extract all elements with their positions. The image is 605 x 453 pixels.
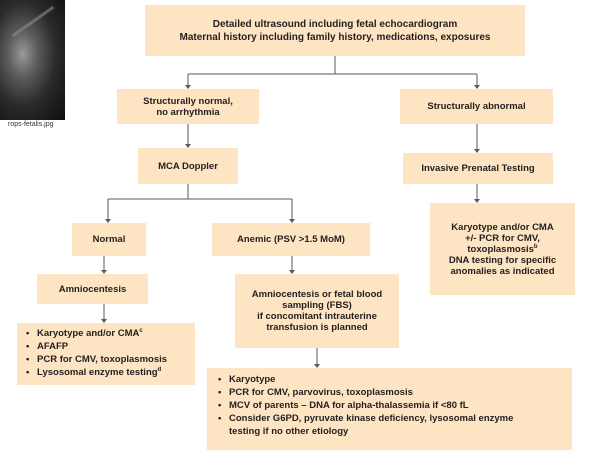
arrow-normal: [105, 219, 111, 223]
anemic-tests-box: Karyotype PCR for CMV, parvovirus, toxop…: [207, 368, 572, 450]
anemic-test-0: Karyotype: [229, 374, 276, 385]
anemic-test-3-continuation: testing if no other etiology: [229, 426, 349, 437]
mca-doppler-box: MCA Doppler: [138, 148, 238, 184]
structurally-normal-box: Structurally normal, no arrhythmia: [117, 89, 259, 124]
arrow-invasive-tests: [474, 199, 480, 203]
initial-evaluation-box: Detailed ultrasound including fetal echo…: [145, 5, 525, 56]
invasive-tests-line3: toxoplasmosisb: [467, 243, 538, 255]
invasive-tests-line3-sup: b: [533, 243, 538, 250]
fbs-box: Amniocentesis or fetal blood sampling (F…: [235, 274, 399, 348]
arrowheads: [101, 85, 480, 368]
image-caption: rops-fetalis.jpg: [8, 121, 54, 128]
list-item: Karyotype and/or CMAc: [26, 327, 191, 340]
anemic-test-2: MCV of parents – DNA for alpha-thalassem…: [229, 400, 469, 411]
amniocentesis-label: Amniocentesis: [58, 283, 127, 295]
anemic-tests-list: Karyotype PCR for CMV, parvovirus, toxop…: [213, 373, 568, 425]
invasive-testing-label: Invasive Prenatal Testing: [421, 163, 535, 174]
arrow-fbs: [289, 270, 295, 274]
amniocentesis-box: Amniocentesis: [37, 274, 148, 304]
normal-test-1: AFAFP: [37, 341, 69, 352]
normal-test-3: Lysosomal enzyme testing: [37, 367, 158, 378]
mca-doppler-label: MCA Doppler: [158, 160, 218, 172]
initial-evaluation-line2: Maternal history including family histor…: [179, 31, 491, 43]
invasive-tests-box: Karyotype and/or CMA +/- PCR for CMV, to…: [430, 203, 575, 295]
anemic-result-box: Anemic (PSV >1.5 MoM): [212, 223, 370, 256]
normal-test-0: Karyotype and/or CMA: [37, 328, 140, 339]
arrow-invasive: [474, 149, 480, 153]
ultrasound-image: [0, 0, 65, 120]
arrow-anemic-tests: [314, 364, 320, 368]
arrow-mca: [185, 144, 191, 148]
invasive-tests-line5: anomalies as indicated: [450, 265, 555, 277]
structurally-abnormal-box: Structurally abnormal: [400, 89, 553, 124]
structurally-normal-line2: no arrhythmia: [156, 106, 220, 118]
arrow-normal-tests: [101, 319, 107, 323]
arrow-top-left: [185, 85, 191, 89]
list-item: Consider G6PD, pyruvate kinase deficienc…: [218, 412, 568, 425]
normal-test-2: PCR for CMV, toxoplasmosis: [37, 354, 168, 365]
normal-test-3-sup: d: [157, 366, 162, 373]
invasive-tests-line1: Karyotype and/or CMA: [451, 221, 554, 233]
normal-tests-box: Karyotype and/or CMAc AFAFP PCR for CMV,…: [17, 323, 195, 385]
invasive-testing-box: Invasive Prenatal Testing: [403, 153, 553, 184]
structurally-normal-line1: Structurally normal,: [143, 95, 233, 107]
list-item: PCR for CMV, toxoplasmosis: [26, 353, 191, 366]
list-item: MCV of parents – DNA for alpha-thalassem…: [218, 399, 568, 412]
arrow-anemic: [289, 219, 295, 223]
list-item: AFAFP: [26, 340, 191, 353]
arrow-amnio: [101, 270, 107, 274]
normal-test-0-sup: c: [139, 327, 143, 334]
invasive-tests-line4: DNA testing for specific: [448, 254, 557, 266]
list-item: PCR for CMV, parvovirus, toxoplasmosis: [218, 386, 568, 399]
fbs-line2: sampling (FBS): [282, 300, 352, 311]
fbs-line1: Amniocentesis or fetal blood: [251, 289, 383, 300]
list-item: Lysosomal enzyme testingd: [26, 366, 191, 379]
fbs-line3: if concomitant intrauterine: [257, 311, 377, 322]
normal-result-label: Normal: [92, 234, 126, 245]
anemic-test-1: PCR for CMV, parvovirus, toxoplasmosis: [229, 387, 413, 398]
normal-result-box: Normal: [72, 223, 146, 256]
anemic-test-3: Consider G6PD, pyruvate kinase deficienc…: [229, 413, 514, 424]
list-item: Karyotype: [218, 373, 568, 386]
structurally-abnormal-label: Structurally abnormal: [427, 101, 526, 112]
anemic-result-label: Anemic (PSV >1.5 MoM): [237, 234, 345, 245]
invasive-tests-line3-text: toxoplasmosis: [467, 243, 534, 255]
arrow-top-right: [474, 85, 480, 89]
normal-tests-list: Karyotype and/or CMAc AFAFP PCR for CMV,…: [21, 327, 191, 379]
fbs-line4: transfusion is planned: [266, 322, 368, 333]
invasive-tests-line2: +/- PCR for CMV,: [465, 232, 540, 244]
initial-evaluation-line1: Detailed ultrasound including fetal echo…: [212, 18, 458, 30]
